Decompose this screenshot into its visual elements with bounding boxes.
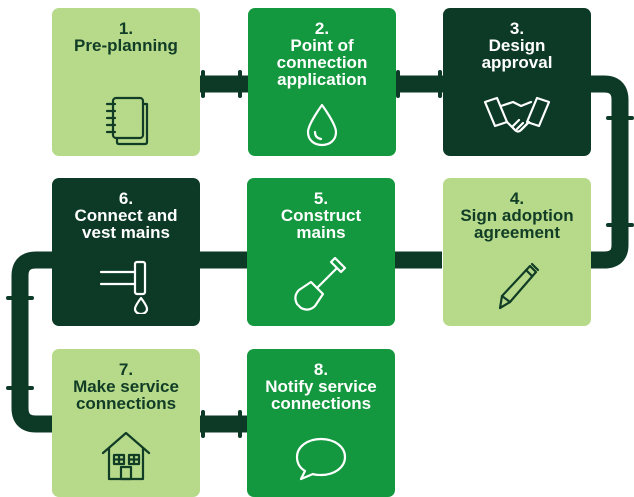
step-4-sign-adoption-agreement: 4. Sign adoption agreement	[443, 178, 591, 326]
step-number: 2.	[314, 19, 330, 38]
step-number: 4.	[509, 189, 525, 208]
step-label: Design approval	[481, 36, 553, 72]
pipe-drip-icon	[95, 256, 157, 319]
step-label: Connect and vest mains	[74, 206, 178, 242]
step-5-construct-mains: 5. Construct mains	[247, 178, 395, 326]
water-drop-icon	[304, 102, 340, 153]
step-3-design-approval: 3. Design approval	[443, 8, 591, 156]
step-number: 5.	[313, 189, 329, 208]
step-1-pre-planning: 1. Pre-planning	[52, 8, 200, 156]
step-label: Construct mains	[280, 206, 362, 242]
step-number: 6.	[118, 189, 134, 208]
step-number: 8.	[313, 360, 329, 379]
pen-icon	[494, 262, 540, 317]
step-8-notify-service-connections: 8. Notify service connections	[247, 349, 395, 497]
notebook-icon	[101, 94, 151, 153]
step-label: Notify service connections	[265, 377, 377, 413]
step-2-point-of-connection: 2. Point of connection application	[248, 8, 396, 156]
step-6-connect-and-vest-mains: 6. Connect and vest mains	[52, 178, 200, 326]
shovel-icon	[289, 252, 353, 321]
handshake-icon	[483, 94, 551, 143]
step-7-make-service-connections: 7. Make service connections	[52, 349, 200, 497]
step-number: 3.	[509, 19, 525, 38]
step-number: 1.	[118, 19, 134, 38]
step-label: Pre-planning	[74, 36, 178, 55]
step-label: Make service connections	[73, 377, 179, 413]
house-icon	[99, 429, 153, 488]
step-label: Sign adoption agreement	[460, 206, 574, 242]
speech-bubble-icon	[293, 435, 349, 488]
step-number: 7.	[118, 360, 134, 379]
step-label: Point of connection application	[276, 36, 368, 89]
